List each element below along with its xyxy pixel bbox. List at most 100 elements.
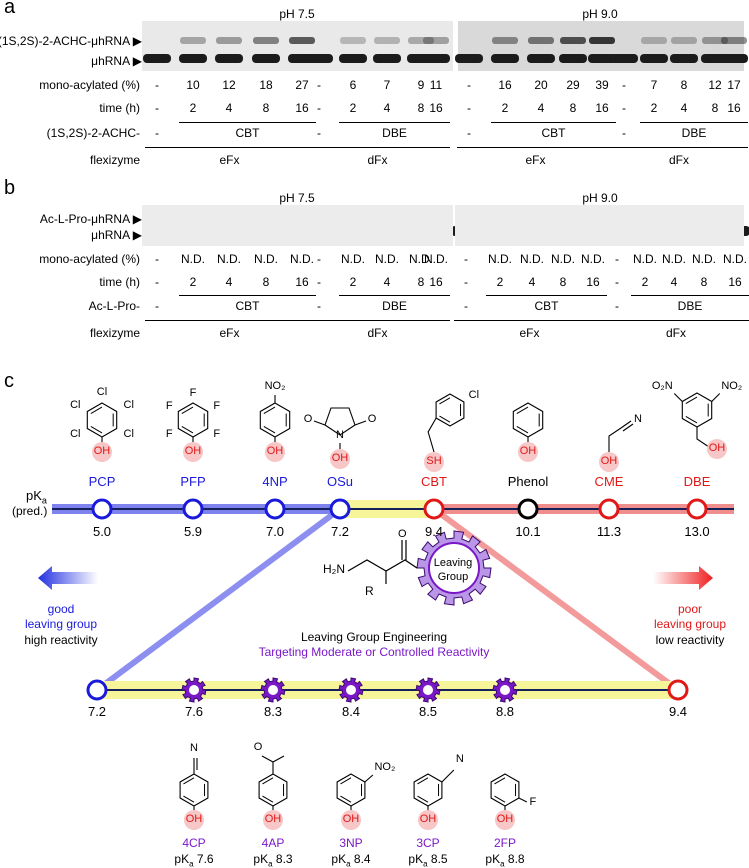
- panel-a-time-underline: [339, 122, 450, 123]
- cbt-ring-double-bond: [439, 415, 451, 423]
- bottom-group-pka: pKa 8.3: [253, 852, 293, 868]
- panel-b-time-value: -: [317, 275, 321, 289]
- gel-a-upper-band: [374, 37, 400, 44]
- panel-b-substrate-underline: [307, 320, 450, 321]
- gel-a-lower-band: [588, 54, 616, 63]
- panel-b-substrate-dash: -: [615, 299, 619, 313]
- bottom-gear-marker-hole: [268, 685, 278, 695]
- dbe-ch2oh-bond: [696, 427, 710, 448]
- poor-direction-arrow: [653, 566, 713, 590]
- bottom-marker-start: [86, 679, 108, 701]
- leaving-group-pka: 5.0: [92, 524, 112, 539]
- 2fp-ring-double-bond: [494, 795, 506, 803]
- panel-a-time-value: -: [317, 101, 321, 115]
- panel-a-band-upper: (1S,2S)-2-ACHC-μhRNA ▶: [0, 34, 142, 48]
- gel-a-lower-band: [610, 54, 638, 63]
- cbt-ring: [435, 393, 465, 427]
- panel-a-acyl-value: 10: [186, 78, 200, 92]
- leaving-group-name: 4NP: [262, 474, 288, 489]
- osu-oh-highlight: [330, 449, 350, 469]
- osu-oh: OH: [331, 452, 349, 464]
- amine-h2n-label: H₂N: [323, 562, 345, 576]
- pcp-ring: [86, 402, 118, 438]
- cbt-cl-atom: Cl: [468, 389, 480, 401]
- panel-b-acyl-label: mono-acylated (%): [39, 252, 140, 266]
- pka-marker-dbe: [686, 498, 708, 520]
- leaving-group-pka: 7.2: [330, 524, 350, 539]
- pcp-cl-atom: Cl: [123, 398, 134, 411]
- panel-b-time-value: 2: [641, 275, 649, 289]
- leaving-group-pka: 7.0: [265, 524, 285, 539]
- pka-axis-label: pKa: [26, 488, 47, 506]
- 4ap-carbonyl-bond: [261, 755, 274, 763]
- 3np-oh-highlight: [341, 810, 361, 830]
- panel-a-time-label: time (h): [99, 101, 140, 115]
- panel-b-time-value: 8: [417, 275, 425, 289]
- bottom-group-pka: pKa 7.6: [174, 852, 214, 868]
- panel-b-flexizyme-name: dFx: [665, 326, 687, 340]
- 2fp-oh-highlight: [495, 810, 515, 830]
- leaving-group-gear-inner: [428, 542, 480, 594]
- panel-b-substrate-underline: [454, 320, 607, 321]
- 4cp-ring: [179, 773, 209, 807]
- panel-a-flexizyme-label: flexizyme: [89, 153, 140, 167]
- dbe-oh: OH: [708, 442, 726, 454]
- panel-a-substrate-label: (1S,2S)-2-ACHC-: [46, 126, 140, 140]
- panel-b-time-value: 4: [383, 275, 391, 289]
- 4np-oh: OH: [266, 445, 284, 457]
- panel-a-acyl-value: -: [317, 78, 321, 92]
- 4ap-oh-highlight: [263, 810, 283, 830]
- bottom-pka-value: 7.2: [87, 704, 107, 719]
- panel-b-time-value: 2: [349, 275, 357, 289]
- panel-b-substrate-name: DBE: [677, 299, 703, 313]
- panel-a-time-value: 2: [501, 101, 509, 115]
- panel-a-time-value: 2: [650, 101, 658, 115]
- panel-b-acyl-value: -: [464, 252, 468, 266]
- cme-nitrile-1: [620, 420, 632, 429]
- panel-a-acyl-value: 7: [383, 78, 391, 92]
- carbonyl-o-label: O: [398, 528, 407, 540]
- pcp-cl-atom: Cl: [70, 398, 81, 411]
- bottom-pka-value: 7.6: [184, 704, 204, 719]
- bottom-pka-value: 8.8: [495, 704, 515, 719]
- panel-b-letter: b: [4, 177, 16, 199]
- poor-leaving-group-line1: poor: [677, 602, 703, 616]
- panel-b-substrate-name: DBE: [382, 299, 407, 313]
- gel-a-lower-band: [640, 54, 668, 63]
- panel-a-time-value: 16: [727, 101, 741, 115]
- pka-marker-cme: [598, 498, 620, 520]
- gel-a-lower-band: [670, 54, 698, 63]
- cbt-ch2-bond: [427, 417, 437, 453]
- panel-a-substrate-dash: -: [317, 126, 321, 140]
- panel-b-acyl-value: N.D.: [520, 252, 544, 266]
- panel-a-time-value: 8: [569, 101, 577, 115]
- 4ap-ring: [258, 773, 288, 807]
- 3np-ring-double-bond: [340, 795, 352, 803]
- bottom-group-pka: pKa 8.4: [331, 852, 371, 868]
- pfp-ring-double-bond: [181, 426, 194, 434]
- panel-a-substrate-dash: -: [155, 126, 159, 140]
- panel-b-time-value: 2: [496, 275, 504, 289]
- pcp-cl-atom: Cl: [70, 427, 81, 440]
- panel-c-letter: c: [4, 370, 14, 392]
- 2fp-ring-double-bond: [494, 777, 506, 785]
- engineering-subtitle: Targeting Moderate or Controlled Reactiv…: [258, 645, 490, 659]
- gel-a-upper-band: [702, 37, 728, 44]
- gear-label-leaving: Leaving: [433, 557, 473, 569]
- gel-a-lower-band: [491, 54, 519, 63]
- panel-a-time-value: 4: [225, 101, 233, 115]
- panel-b-time-value: -: [464, 275, 468, 289]
- 2fp-f: F: [529, 796, 537, 808]
- pcp-oh: OH: [93, 445, 111, 457]
- 3cp-nitrile-bond: [441, 769, 455, 783]
- panel-b-acyl-value: N.D.: [662, 252, 686, 266]
- gel-a-upper-band: [589, 37, 615, 44]
- cme-oh-highlight: [599, 452, 619, 472]
- panel-b-band-lower: μhRNA ▶: [91, 228, 142, 242]
- gel-a-lower-band: [559, 54, 587, 63]
- 3np-no2-bond: [364, 774, 374, 783]
- dbe-ring-double-bond: [685, 396, 698, 404]
- bottom-gear-marker-hole: [189, 685, 199, 695]
- panel-a-acyl-label: mono-acylated (%): [39, 78, 140, 92]
- 4ap-ring-double-bond: [262, 795, 274, 803]
